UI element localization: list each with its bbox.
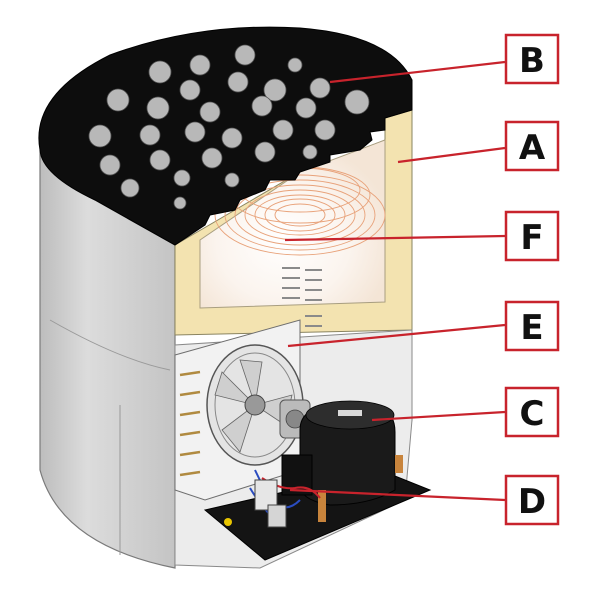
label-f: F	[504, 210, 560, 262]
label-a-text: A	[519, 128, 546, 168]
label-c: C	[504, 386, 560, 438]
label-e: E	[504, 300, 560, 352]
leader-line-e	[287, 323, 506, 348]
label-d-text: D	[518, 482, 546, 522]
tank-interior	[199, 139, 386, 309]
label-d: D	[504, 474, 560, 526]
label-a: A	[504, 120, 560, 172]
leader-line-f	[284, 234, 506, 242]
leader-line-b	[329, 60, 506, 84]
leader-line-a	[397, 146, 506, 164]
label-b-text: B	[519, 41, 545, 81]
evaporator-fins	[179, 370, 201, 477]
casing-seam	[49, 319, 171, 371]
compressor	[281, 400, 403, 522]
label-b: B	[504, 33, 560, 85]
label-f-text: F	[520, 218, 543, 258]
leader-line-c	[371, 410, 506, 422]
top-cap-holes	[88, 44, 370, 210]
label-e-text: E	[520, 308, 543, 348]
vent-slots	[282, 267, 322, 327]
label-c-text: C	[520, 394, 545, 434]
electrical-box	[224, 479, 287, 528]
leader-line-d	[289, 488, 506, 502]
